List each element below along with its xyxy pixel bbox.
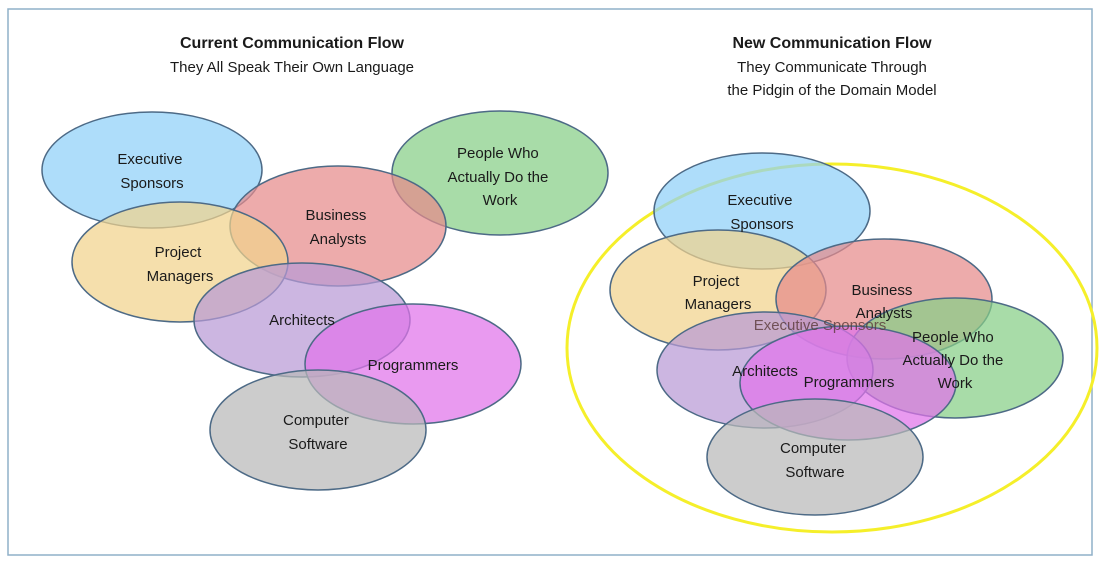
right-executive-sponsors-label: Executive Sponsors	[727, 192, 796, 233]
right-people-label: People Who Actually Do the Work	[902, 329, 1007, 392]
left-business-analysts-label: Business Analysts	[305, 207, 370, 248]
right-business-analysts-label: Business Analysts	[851, 282, 916, 322]
left-executive-sponsors-label: Executive Sponsors	[117, 151, 186, 192]
left-programmers-label: Programmers	[368, 357, 459, 374]
left-people-label: People Who Actually Do the Work	[447, 145, 552, 209]
right-subtitle-line1: They Communicate Through	[737, 59, 927, 76]
left-project-managers-label: Project Managers	[147, 244, 214, 285]
right-architects-label: Architects	[732, 363, 798, 380]
left-people-ellipse	[391, 110, 609, 236]
right-subtitle-line2: the Pidgin of the Domain Model	[727, 82, 936, 99]
left-title: Current Communication Flow	[180, 35, 405, 52]
right-computer-software-ellipse	[706, 398, 924, 516]
left-architects-label: Architects	[269, 312, 335, 329]
left-computer-software-ellipse	[209, 369, 427, 491]
left-subtitle: They All Speak Their Own Language	[170, 59, 414, 76]
right-executive-sponsors-overlap-label: Executive Sponsors	[754, 317, 887, 334]
right-programmers-label: Programmers	[804, 374, 895, 391]
right-title: New Communication Flow	[732, 35, 932, 52]
left-computer-software-label: Computer Software	[283, 412, 353, 453]
right-project-managers-label: Project Managers	[685, 273, 752, 313]
domain-model-circle	[565, 162, 1099, 534]
right-computer-software-label: Computer Software	[780, 440, 850, 481]
